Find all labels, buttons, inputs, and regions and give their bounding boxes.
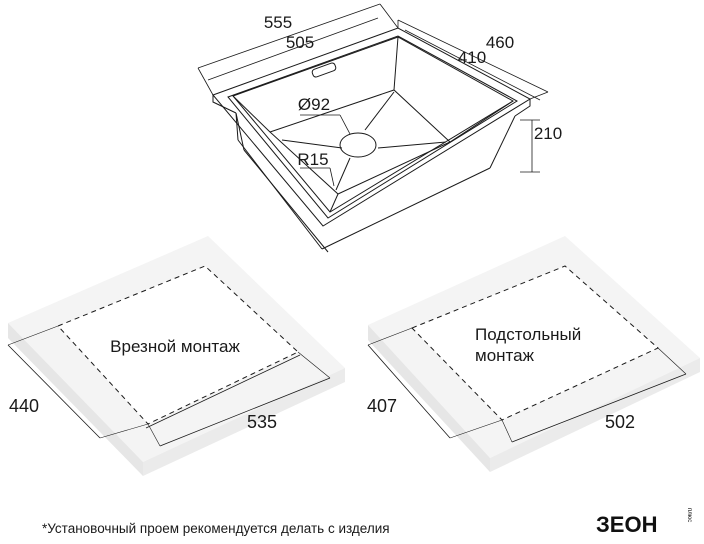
logo-subtext: плюс bbox=[686, 508, 692, 522]
brand-logo: ЗЕОН плюс bbox=[596, 508, 692, 537]
inset-label: Врезной монтаж bbox=[110, 337, 240, 356]
dim-drain-diameter: Ø92 bbox=[298, 95, 330, 114]
inset-slab bbox=[7, 236, 345, 476]
undermount-label-line2: монтаж bbox=[475, 346, 535, 365]
undermount-length: 502 bbox=[605, 412, 635, 432]
sink-dimension-labels: 555 505 460 410 210 Ø92 R15 bbox=[264, 13, 562, 169]
inset-cutout bbox=[58, 266, 298, 424]
footnote: *Установочный проем рекомендуется делать… bbox=[42, 521, 390, 536]
dim-inner-width: 410 bbox=[458, 48, 486, 67]
logo-text: ЗЕОН bbox=[596, 512, 657, 537]
dim-inner-length: 505 bbox=[286, 33, 314, 52]
sink-rim-inner bbox=[227, 35, 518, 219]
sink-dimension-lines bbox=[197, 3, 549, 187]
inset-length: 535 bbox=[247, 412, 277, 432]
overflow-slot bbox=[311, 62, 337, 78]
dim-outer-length: 555 bbox=[264, 13, 292, 32]
dim-depth: 210 bbox=[534, 124, 562, 143]
dim-outer-width: 460 bbox=[486, 33, 514, 52]
dim-corner-radius: R15 bbox=[297, 150, 328, 169]
undermount-width: 407 bbox=[367, 396, 397, 416]
undermount-cutout bbox=[412, 266, 658, 420]
inset-width: 440 bbox=[9, 396, 39, 416]
drain-hole bbox=[339, 132, 377, 158]
sink-drawing bbox=[212, 27, 532, 253]
undermount-label-line1: Подстольный bbox=[475, 325, 581, 344]
undermount-slab bbox=[367, 236, 700, 472]
